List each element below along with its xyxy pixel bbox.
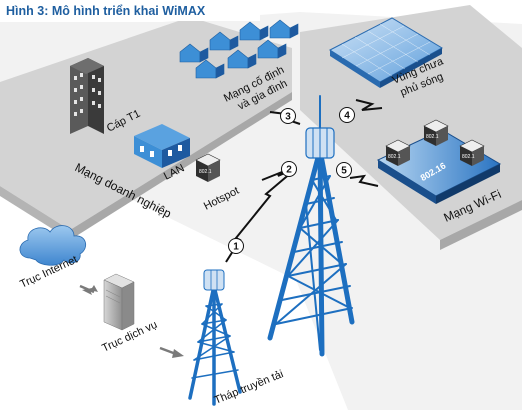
link-marker-4: 4 <box>339 107 355 123</box>
link-marker-3: 3 <box>280 108 296 124</box>
wifi-router-label-3: 802.1 <box>462 154 475 160</box>
office-building-icon <box>70 58 104 134</box>
wifi-router-icon: 802.1 <box>459 139 485 166</box>
flow-arrows <box>79 284 184 358</box>
hotspot-router-label: 802.1 <box>199 169 212 175</box>
wifi-router-label-2: 802.1 <box>426 134 439 140</box>
diagram-title: Hình 3: Mô hình triển khai WiMAX <box>6 4 206 18</box>
title-background <box>0 0 260 21</box>
label-thap-truyen-tai: Tháp truyền tải <box>213 368 286 407</box>
link-marker-2: 2 <box>281 161 297 177</box>
wifi-router-label-1: 802.1 <box>388 154 401 160</box>
map-icon <box>328 17 444 88</box>
link-marker-5: 5 <box>336 162 352 178</box>
svg-text:2: 2 <box>286 165 292 176</box>
link-markers: 1 2 3 4 5 <box>228 107 355 254</box>
lan-building-icon <box>134 124 190 168</box>
svg-text:4: 4 <box>344 111 350 122</box>
wifi-router-icon: 802.1 <box>423 119 449 146</box>
wifi-router-icon: 802.1 <box>385 139 411 166</box>
main-tower <box>267 95 355 357</box>
cloud-icon <box>19 225 87 266</box>
svg-text:5: 5 <box>341 166 347 177</box>
house-icon <box>179 19 299 79</box>
svg-text:1: 1 <box>233 242 239 253</box>
svg-text:3: 3 <box>285 112 291 123</box>
relay-tower <box>188 269 242 406</box>
link-marker-1: 1 <box>228 238 244 254</box>
wifi-network-icon: 802.16 802.1 802.1 802.1 <box>376 119 502 204</box>
hotspot-router-icon: 802.1 <box>195 153 221 182</box>
server-icon <box>103 273 135 331</box>
